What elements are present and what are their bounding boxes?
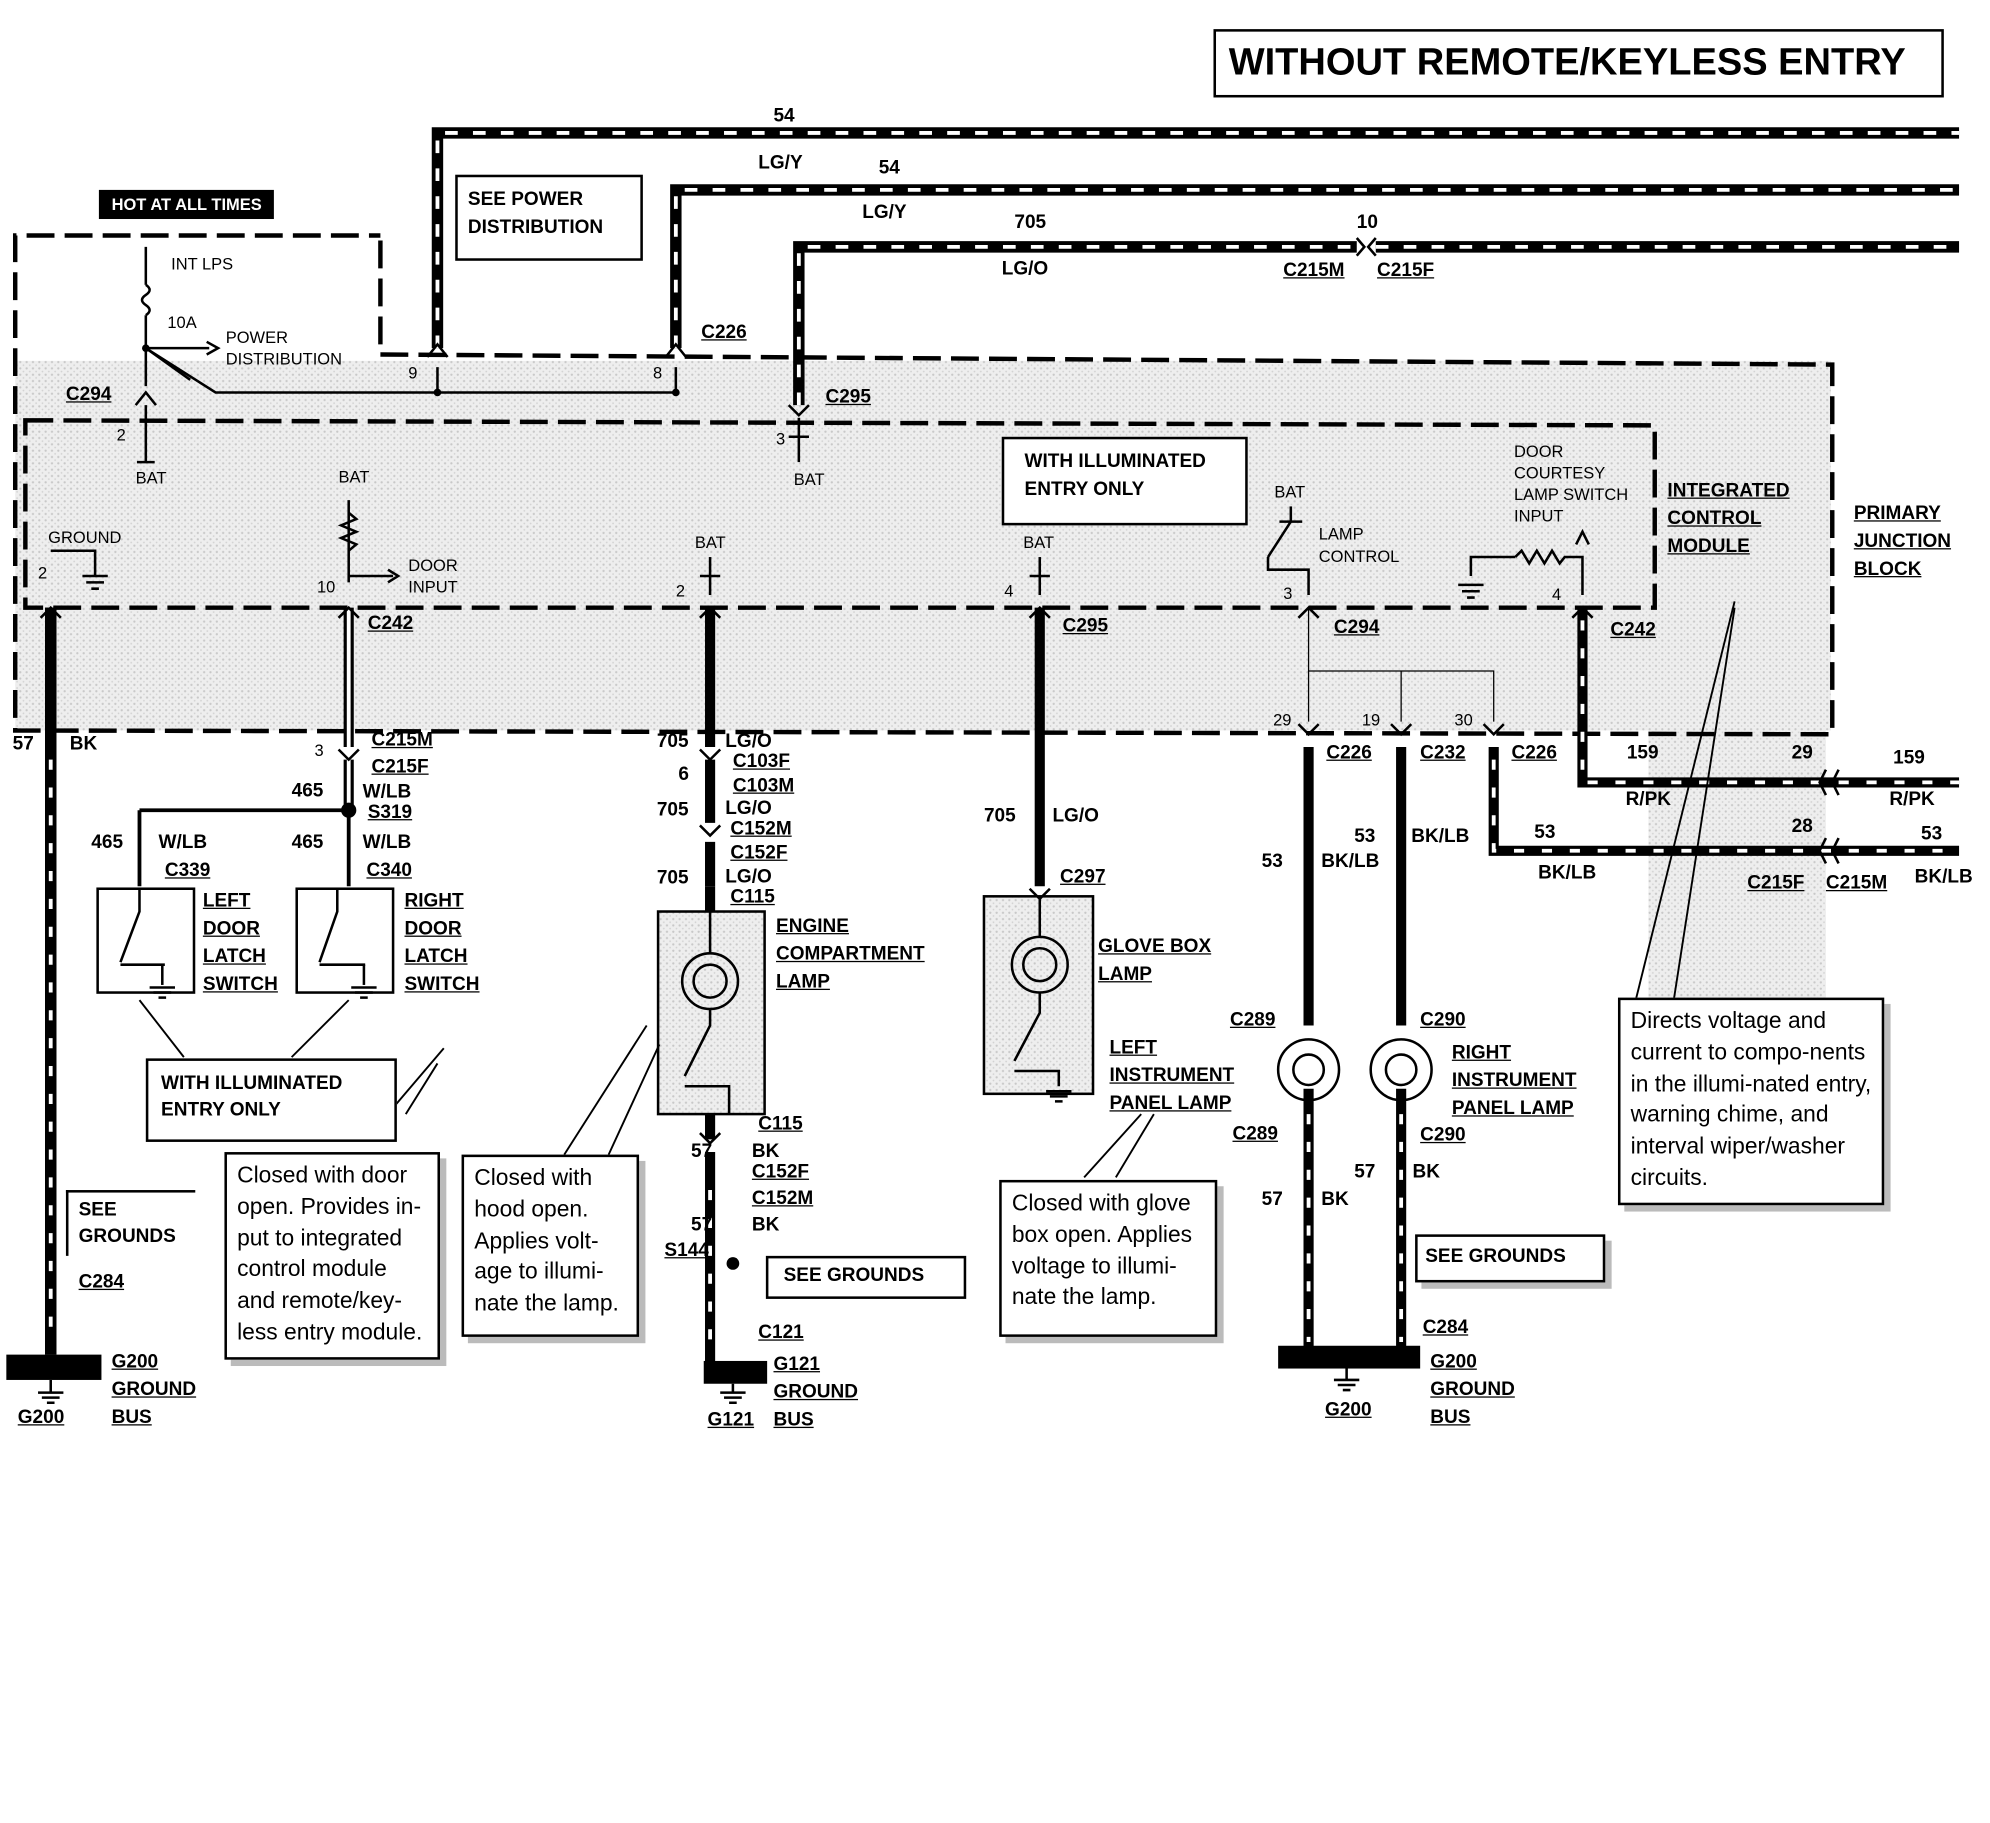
hood-switch-note: Closed with hood open. Applies volt-age …: [461, 1154, 640, 1337]
see-power-distribution-box: SEE POWER DISTRIBUTION: [455, 174, 643, 261]
connector-c242-left: C242: [367, 612, 414, 635]
connector-c226-a: C226: [1326, 741, 1372, 764]
integrated-control-module-outline: [23, 418, 1657, 610]
connector-c215m: C215M: [1283, 259, 1345, 282]
fuse-int-lps-label: INT LPS: [171, 254, 234, 274]
fuse-rating: 10A: [167, 312, 197, 332]
see-grounds-left: SEE GROUNDS: [65, 1190, 196, 1256]
connector-c242-right: C242: [1610, 619, 1656, 641]
see-grounds-right: SEE GROUNDS: [1415, 1234, 1606, 1283]
connector-c284-right: C284: [1422, 1316, 1469, 1339]
module-function-note: Directs voltage and current to compo-nen…: [1617, 997, 1885, 1206]
wire-lgo-label: LG/O: [1001, 258, 1049, 280]
splice-s144: S144: [664, 1239, 709, 1261]
wire-lgy-label: LG/Y: [758, 151, 803, 174]
connector-c295-top: C295: [825, 386, 871, 408]
integrated-control-module-label: INTEGRATED: [1667, 479, 1790, 502]
primary-junction-block-outline: [12, 233, 1835, 737]
ground-label: GROUND: [48, 527, 122, 547]
connector-c215f: C215F: [1377, 259, 1435, 282]
pin-10-label: 10: [1356, 211, 1378, 233]
g121-label: G121: [707, 1409, 755, 1431]
wire-lgy-label-2: LG/Y: [862, 201, 907, 223]
connector-c339: C339: [164, 859, 211, 882]
diagram-title: WITHOUT REMOTE/KEYLESS ENTRY: [1228, 41, 1906, 84]
hot-at-all-times-label: HOT AT ALL TIMES: [98, 189, 275, 220]
see-grounds-middle: SEE GROUNDS: [765, 1255, 967, 1299]
g200-label-left: G200: [17, 1406, 65, 1429]
connector-c232: C232: [1420, 741, 1466, 764]
connector-c340: C340: [366, 859, 412, 882]
connector-c284-left: C284: [78, 1271, 125, 1293]
wire-705-label: 705: [1014, 211, 1047, 233]
connector-c294-left: C294: [65, 383, 112, 406]
primary-junction-block-label: PRIMARY: [1853, 502, 1941, 525]
door-switch-note: Closed with door open. Provides in-put t…: [224, 1152, 440, 1360]
connector-c295-mid: C295: [1062, 615, 1109, 637]
glove-box-switch-note: Closed with glove box open. Applies volt…: [999, 1179, 1218, 1337]
g200-label-right: G200: [1325, 1398, 1372, 1421]
illuminated-entry-note-top: WITH ILLUMINATED ENTRY ONLY: [1001, 436, 1248, 526]
wiring-diagram: [6, 127, 1960, 1404]
splice-s319: S319: [367, 801, 413, 823]
connector-c226-top: C226: [701, 321, 747, 344]
illuminated-entry-note-bottom: WITH ILLUMINATED ENTRY ONLY: [145, 1058, 397, 1142]
wire-54-label: 54: [773, 105, 795, 127]
title-box: WITHOUT REMOTE/KEYLESS ENTRY: [1213, 29, 1944, 98]
junction-block-area: [15, 360, 1831, 731]
connector-c226-b: C226: [1511, 741, 1557, 764]
wire-54-label-2: 54: [878, 156, 900, 179]
connector-c294-right: C294: [1333, 616, 1380, 639]
